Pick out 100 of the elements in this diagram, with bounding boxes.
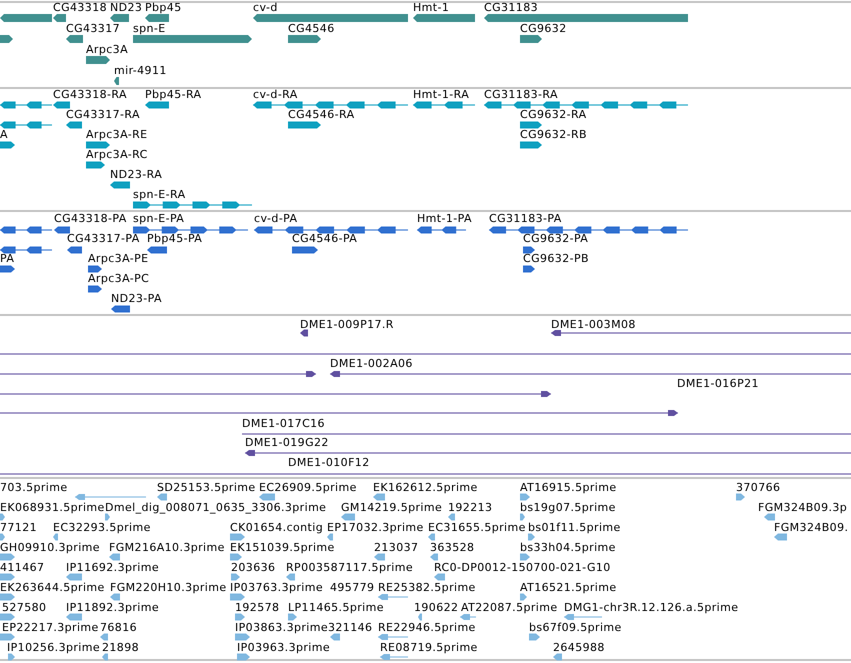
feature-label: CG4546-RA <box>288 108 354 121</box>
feature-label: spn-E <box>133 22 166 35</box>
feature-label: 192213 <box>448 501 492 514</box>
feature-label: LP11465.5prime <box>288 601 384 614</box>
feature-label: IP03763.3prime <box>230 581 324 594</box>
feature-label: GH09910.3prime <box>0 541 100 554</box>
feature-label: EK151039.5prime <box>230 541 335 554</box>
feature-label: mir-4911 <box>114 64 167 77</box>
feature-label: cv-d <box>253 1 278 14</box>
feature-label: CG9632-RB <box>520 128 587 141</box>
feature-label: A <box>0 128 8 141</box>
feature-label: CG43317-RA <box>66 108 140 121</box>
feature-label: EP22217.3prime <box>2 621 99 634</box>
feature-label: Arpc3A-PE <box>88 252 149 265</box>
feature-label: RP003587117.5prime <box>286 561 414 574</box>
feature-label: DME1-019G22 <box>245 436 329 449</box>
feature-label: CG9632-RA <box>520 108 586 121</box>
feature-label: Pbp45 <box>145 1 182 14</box>
feature-label: 321146 <box>328 621 372 634</box>
feature-label: CG43318 <box>53 1 107 14</box>
feature-label: AT22087.5prime <box>461 601 558 614</box>
feature-label: 21898 <box>102 641 139 654</box>
feature-label: FGM220H10.3prime <box>110 581 227 594</box>
feature-label: Dmel_dig_008071_0635_3306.3prime <box>105 501 326 514</box>
feature-label: Hmt-1 <box>413 1 450 14</box>
feature-label: Arpc3A-RC <box>86 148 148 161</box>
feature-label: cv-d-RA <box>253 88 298 101</box>
feature-label: DME1-017C16 <box>242 417 325 430</box>
feature-label: Hmt-1-RA <box>413 88 470 101</box>
feature-label: EC32293.5prime <box>53 521 151 534</box>
feature-label: ND23-RA <box>110 168 162 181</box>
feature-label: DME1-002A06 <box>330 357 413 370</box>
feature-label: FGM324B09. <box>774 521 848 534</box>
feature-label: AT16915.5prime <box>520 481 617 494</box>
feature-label: Arpc3A <box>86 43 128 56</box>
feature-label: IP11692.3prime <box>66 561 160 574</box>
feature-label: CG31183 <box>484 1 538 14</box>
feature-label: IP03963.3prime <box>237 641 330 654</box>
feature-label: spn-E-PA <box>133 212 184 225</box>
feature-label: RE22946.5prime <box>378 621 476 634</box>
feature-label: PA <box>0 252 14 265</box>
feature-label: DME1-010F12 <box>288 456 370 469</box>
feature-label: 76816 <box>100 621 137 634</box>
feature-label: EK263644.5prime <box>0 581 105 594</box>
feature-label: bs01f11.5prime <box>528 521 621 534</box>
feature-label: CG43317-PA <box>67 232 140 245</box>
feature-label: AT16521.5prime <box>520 581 617 594</box>
feature-label: ND23-PA <box>111 292 162 305</box>
feature-label: bs33h04.5prime <box>520 541 616 554</box>
feature-label: cv-d-PA <box>254 212 298 225</box>
feature-label: Arpc3A-PC <box>88 272 150 285</box>
feature-label: RE25382.5prime <box>378 581 476 594</box>
feature-label: Pbp45-RA <box>145 88 202 101</box>
feature-label: Hmt-1-PA <box>417 212 472 225</box>
feature-label: SD25153.5prime <box>157 481 256 494</box>
feature-label: CG43318-RA <box>53 88 127 101</box>
feature-label: bs67f09.5prime <box>529 621 622 634</box>
feature-label: IP03863.3prime <box>235 621 328 634</box>
feature-label: 190622 <box>414 601 458 614</box>
feature-label: 527580 <box>2 601 46 614</box>
feature-label: spn-E-RA <box>133 188 186 201</box>
feature-label: 411467 <box>0 561 44 574</box>
feature-label: GM14219.5prime <box>341 501 442 514</box>
feature-label: 495779 <box>330 581 374 594</box>
feature-label: RE08719.5prime <box>380 641 478 654</box>
feature-label: DME1-016P21 <box>677 377 759 390</box>
feature-label: CG4546 <box>288 22 335 35</box>
feature-label: IP10256.3prime <box>7 641 100 654</box>
feature-label: RC0-DP0012-150700-021-G10 <box>434 561 611 574</box>
feature-label: EC31655.5prime <box>428 521 526 534</box>
feature-label: EK068931.5prime <box>0 501 105 514</box>
feature-label: Arpc3A-RE <box>86 128 148 141</box>
feature-label: CG4546-PA <box>292 232 358 245</box>
feature-label: Pbp45-PA <box>147 232 202 245</box>
feature-label: CG31183-RA <box>484 88 558 101</box>
feature-label: EC26909.5prime <box>259 481 357 494</box>
feature-label: FGM216A10.3prime <box>109 541 225 554</box>
feature-label: 370766 <box>736 481 780 494</box>
feature-label: IP11892.3prime <box>66 601 160 614</box>
feature-label: EP17032.3prime <box>327 521 424 534</box>
feature-label: 363528 <box>430 541 474 554</box>
feature-label: EK162612.5prime <box>373 481 478 494</box>
feature-label: bs19g07.5prime <box>520 501 616 514</box>
feature-label: 2645988 <box>553 641 605 654</box>
feature-label: CG9632 <box>520 22 567 35</box>
feature-label: DMG1-chr3R.12.126.a.5prime <box>564 601 738 614</box>
feature-label: DME1-009P17.R <box>300 318 394 331</box>
feature-label: 213037 <box>374 541 418 554</box>
feature-label: CG9632-PB <box>523 252 589 265</box>
feature-label: FGM324B09.3p <box>758 501 848 514</box>
feature-label: DME1-003M08 <box>551 318 636 331</box>
feature-label: 703.5prime <box>0 481 68 494</box>
feature-label: 77121 <box>0 521 37 534</box>
feature-label: 192578 <box>235 601 280 614</box>
feature-label: CG9632-PA <box>523 232 588 245</box>
feature-label: CG43317 <box>66 22 120 35</box>
feature-label: CK01654.contig <box>230 521 324 534</box>
feature-label: ND23 <box>110 1 142 14</box>
feature-label: CG31183-PA <box>489 212 562 225</box>
feature-label: CG43318-PA <box>54 212 127 225</box>
